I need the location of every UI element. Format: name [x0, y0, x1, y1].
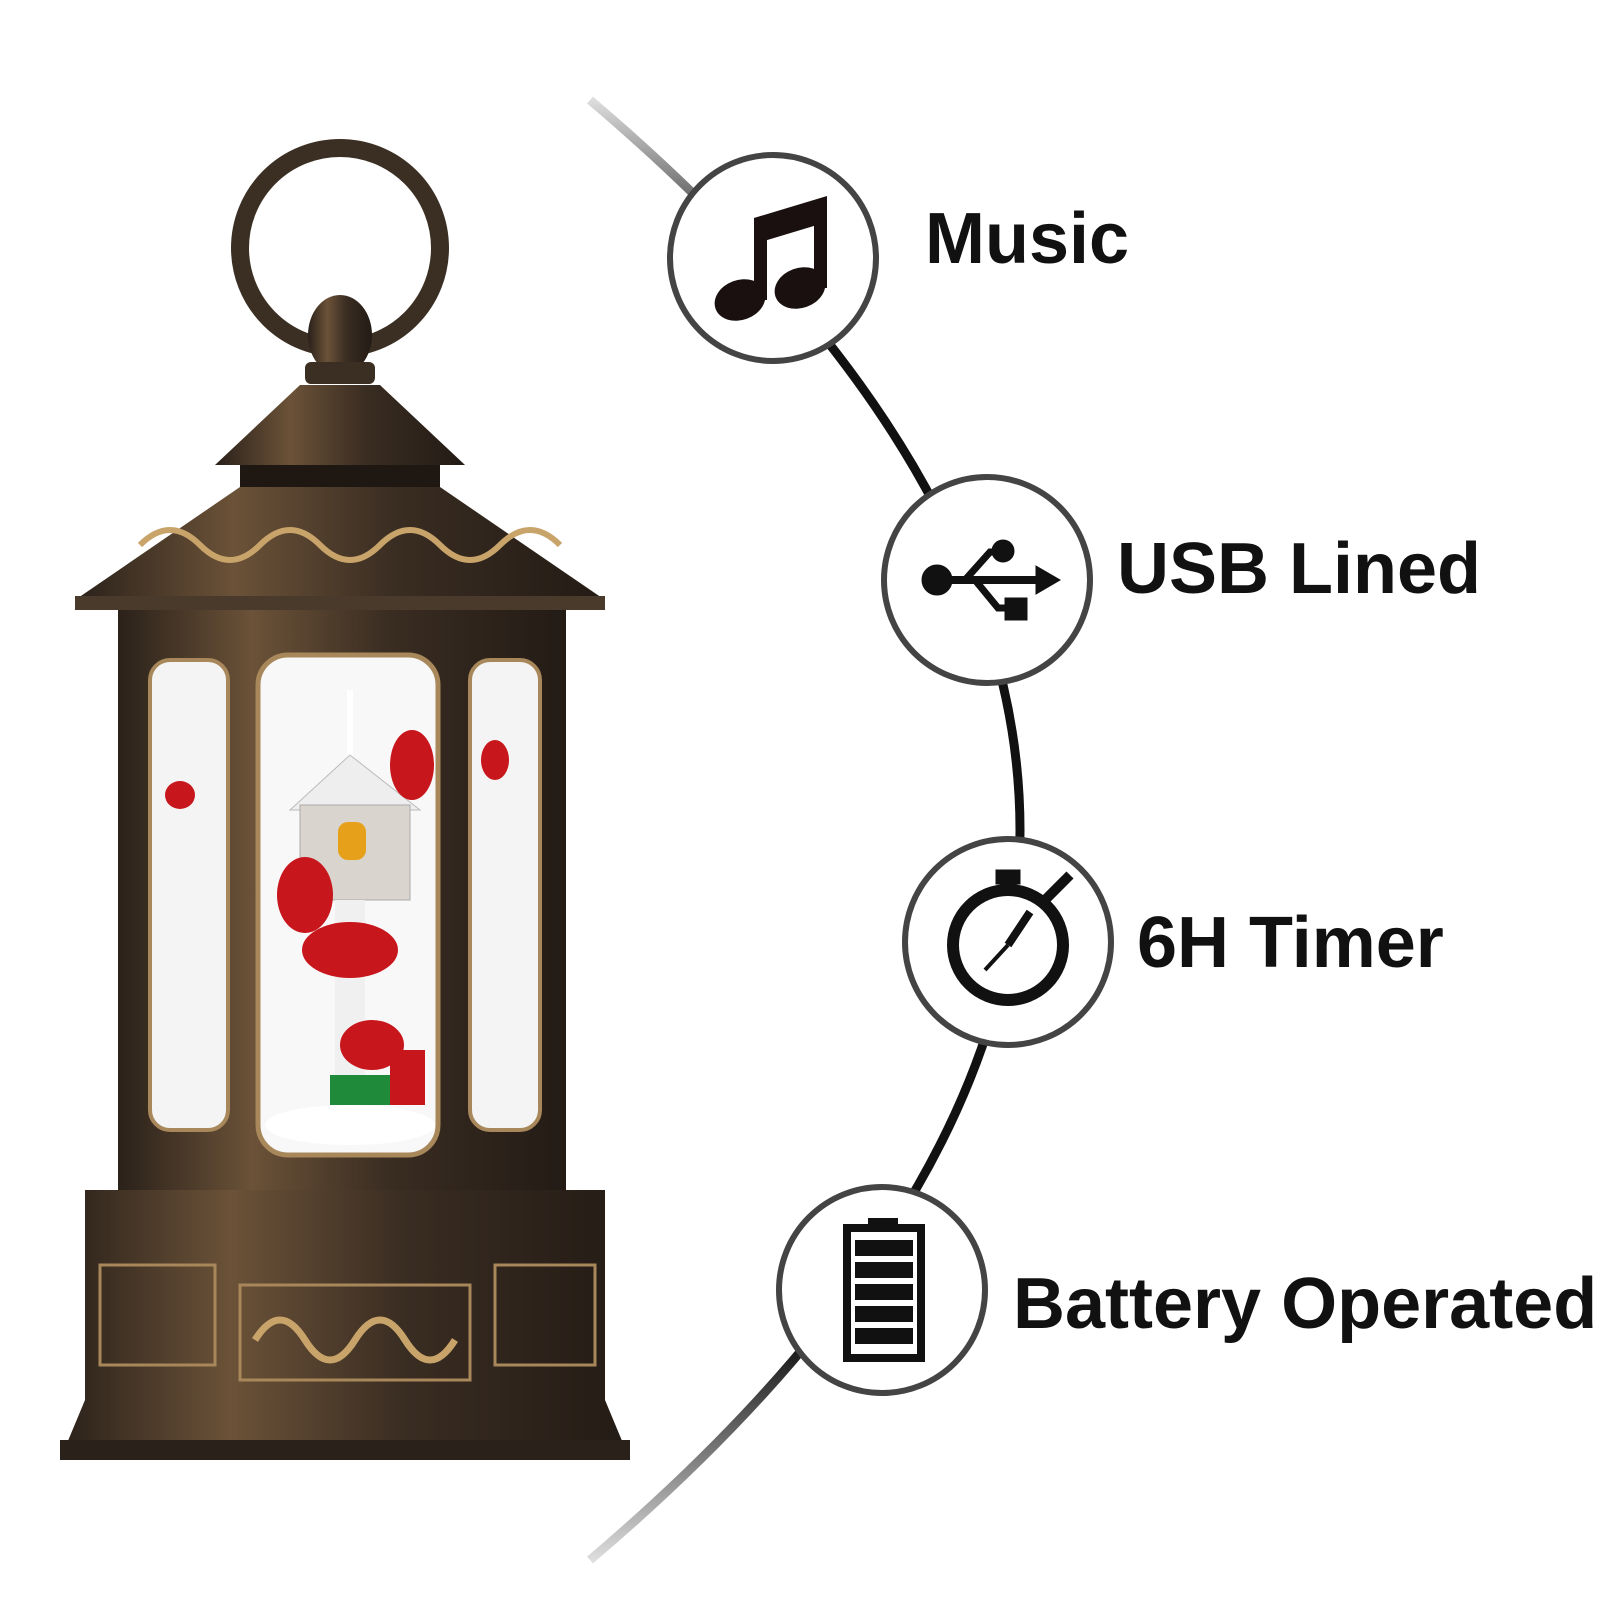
- feature-label-music: Music: [925, 199, 1130, 279]
- battery-feature-icon-circle: [776, 1184, 988, 1396]
- music-note-icon: [714, 196, 827, 321]
- lantern-base: [60, 1190, 630, 1460]
- lantern-roof-top: [215, 385, 465, 465]
- feature-label-battery: Battery Operated: [1013, 1264, 1598, 1344]
- stopwatch-icon: [947, 869, 1074, 1006]
- battery-icon: [843, 1218, 925, 1362]
- feature-label-timer: 6H Timer: [1137, 903, 1444, 983]
- music-feature-icon-circle: [667, 152, 879, 364]
- glass-left: [148, 658, 230, 1132]
- lantern-roof: [75, 487, 605, 600]
- glass-right: [468, 658, 542, 1132]
- timer-feature-icon-circle: [902, 836, 1114, 1048]
- feature-label-usb: USB Lined: [1117, 529, 1482, 609]
- usb-feature-icon-circle: [881, 474, 1093, 686]
- usb-icon: [921, 539, 1061, 621]
- lantern-image: [60, 139, 630, 1460]
